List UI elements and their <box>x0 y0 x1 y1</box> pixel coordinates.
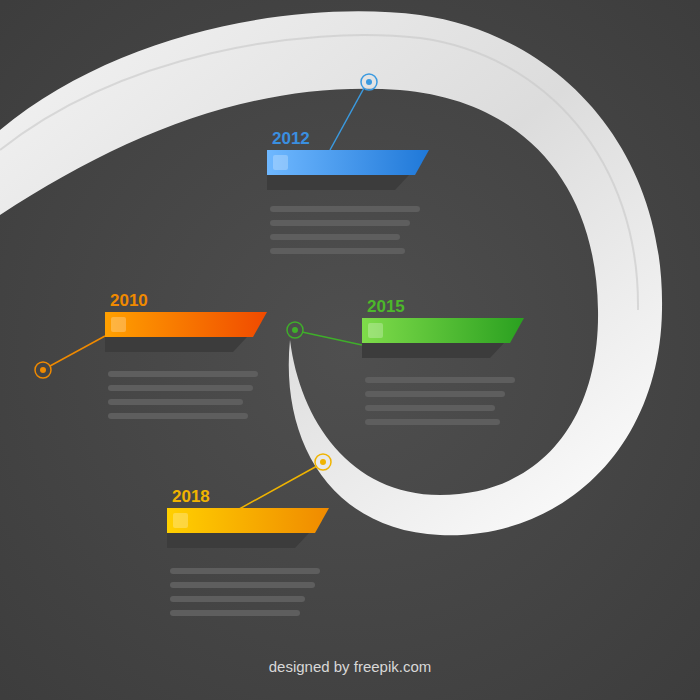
year-label: 2010 <box>110 292 148 310</box>
spiral-band <box>0 11 662 535</box>
blurred-text <box>108 206 515 616</box>
banner-shape <box>167 508 329 550</box>
year-label: 2018 <box>172 488 210 506</box>
year-banner: 2015 <box>362 298 524 360</box>
banner-shape <box>362 318 524 360</box>
banner-shape <box>267 150 429 192</box>
year-banner: 2010 <box>105 292 267 354</box>
leader-lines <box>35 74 377 513</box>
watermark: designed by freepik.com <box>0 658 700 675</box>
year-banner: 2012 <box>267 130 429 192</box>
banner-shape <box>105 312 267 354</box>
year-label: 2012 <box>272 130 310 148</box>
year-label: 2015 <box>367 298 405 316</box>
year-banner: 2018 <box>167 488 329 550</box>
spiral-shade <box>0 35 638 310</box>
